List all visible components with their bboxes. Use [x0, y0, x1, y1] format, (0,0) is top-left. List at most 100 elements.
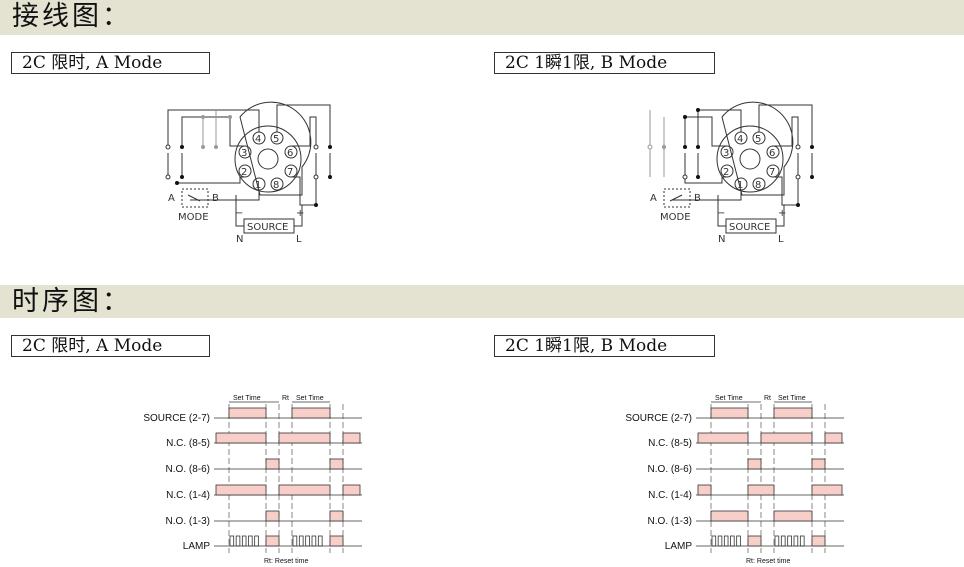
rt-label: Rt	[764, 395, 771, 402]
lamp-on-1	[747, 535, 762, 547]
lamp-blink-0-1	[235, 535, 241, 547]
pin-7-label: 7	[287, 167, 293, 178]
row-label-lamp: LAMP	[665, 541, 693, 552]
pulse-row-1-1	[760, 432, 813, 444]
row-label-source: SOURCE (2-7)	[625, 413, 692, 424]
lamp-blink-2-0	[292, 535, 298, 547]
pulse-row-4-1	[329, 510, 344, 522]
timing-mode-a-label: 2C 限时, A Mode	[11, 335, 210, 357]
lamp-blink-2-2	[787, 535, 792, 547]
pulse-row-4-0	[710, 510, 749, 522]
lamp-blink-2-0	[774, 535, 780, 547]
set-time-label-2: Set Time	[296, 395, 324, 402]
lamp-blink-2-1	[298, 535, 304, 547]
lamp-blink-0-4	[254, 535, 259, 547]
lamp-blink-2-4	[799, 535, 805, 547]
row-label-no-1-3: N.O. (1-3)	[166, 516, 210, 527]
pin-8-label: 8	[273, 180, 279, 191]
pin-3-label: 3	[241, 148, 247, 159]
pin-5-label: 5	[273, 134, 279, 145]
l-label: L	[296, 234, 302, 245]
lamp-blink-0-2	[241, 535, 247, 547]
lamp-blink-2-3	[793, 535, 799, 547]
pulse-row-1-0	[215, 432, 267, 444]
lamp-blink-0-1	[717, 535, 723, 547]
set-time-label-1: Set Time	[233, 395, 261, 402]
mode-label: MODE	[178, 212, 209, 223]
timing-section-header: 时序图：	[0, 285, 964, 318]
switch-b-label: B	[694, 193, 701, 204]
set-time-label-2: Set Time	[778, 395, 806, 402]
pin-2-label: 2	[241, 167, 247, 178]
lamp-blink-0-3	[730, 535, 735, 547]
pulse-row-3-0	[697, 484, 712, 496]
plus-label: +	[778, 208, 786, 219]
lamp-on-1	[265, 535, 280, 547]
pin-3-label: 3	[723, 148, 729, 159]
timing-section-title: 时序图：	[12, 286, 132, 317]
lamp-blink-2-4	[317, 535, 323, 547]
pulse-row-0-1	[773, 407, 813, 419]
pulse-row-3-2	[811, 484, 843, 496]
pulse-row-1-1	[278, 432, 331, 444]
lamp-blink-2-2	[305, 535, 310, 547]
pulse-row-3-1	[747, 484, 775, 496]
pulse-row-4-0	[265, 510, 280, 522]
pin-2-label: 2	[723, 167, 729, 178]
minus-label: −	[235, 208, 243, 219]
wiring-section-header: 接线图：	[0, 0, 964, 35]
pulse-row-4-1	[773, 510, 813, 522]
wiring-diagram-b: 4 5 3 6 2 7 1 8 SOURCE MODE A B N L − +	[647, 101, 814, 245]
pulse-row-3-0	[215, 484, 267, 496]
pulse-row-3-2	[342, 484, 361, 496]
pulse-row-2-1	[329, 458, 344, 470]
lamp-blink-0-3	[248, 535, 253, 547]
row-label-nc-1-4: N.C. (1-4)	[648, 490, 692, 501]
n-label: N	[718, 234, 725, 245]
switch-b-label: B	[212, 193, 219, 204]
n-label: N	[236, 234, 243, 245]
pin-4-label: 4	[255, 134, 261, 145]
row-label-no-1-3: N.O. (1-3)	[648, 516, 692, 527]
row-label-nc-8-5: N.C. (8-5)	[648, 438, 692, 449]
row-label-no-8-6: N.O. (8-6)	[648, 464, 692, 475]
lamp-blink-2-1	[780, 535, 786, 547]
lamp-blink-2-3	[311, 535, 317, 547]
pulse-row-1-2	[342, 432, 361, 444]
reset-time-note: Rt: Reset time	[264, 558, 308, 565]
pulse-row-0-0	[228, 407, 267, 419]
pulse-row-3-1	[278, 484, 331, 496]
pulse-row-0-0	[710, 407, 749, 419]
minus-label: −	[717, 208, 725, 219]
reset-time-note: Rt: Reset time	[746, 558, 790, 565]
timing-diagram-b: SOURCE (2-7) N.C. (8-5) N.O. (8-6) N.C. …	[625, 395, 844, 565]
lamp-blink-0-4	[736, 535, 741, 547]
timing-diagram-a: SOURCE (2-7) N.C. (8-5) N.O. (8-6) N.C. …	[143, 395, 362, 565]
wiring-section-title: 接线图：	[12, 1, 132, 32]
pulse-row-2-1	[811, 458, 826, 470]
row-label-source: SOURCE (2-7)	[143, 413, 210, 424]
pin-5-label: 5	[755, 134, 761, 145]
rt-label: Rt	[282, 395, 289, 402]
wiring-mode-b-label: 2C 1瞬1限, B Mode	[494, 52, 715, 74]
pulse-row-2-0	[265, 458, 280, 470]
pin-4-label: 4	[737, 134, 743, 145]
pin-1-label: 1	[255, 180, 261, 191]
pulse-row-0-1	[291, 407, 331, 419]
lamp-on-3	[811, 535, 826, 547]
plus-label: +	[296, 208, 304, 219]
switch-a-label: A	[168, 193, 175, 204]
row-label-no-8-6: N.O. (8-6)	[166, 464, 210, 475]
pulse-row-2-0	[747, 458, 762, 470]
source-label: SOURCE	[247, 222, 288, 233]
lamp-blink-0-0	[229, 535, 235, 547]
pin-6-label: 6	[769, 148, 775, 159]
wiring-mode-a-label: 2C 限时, A Mode	[11, 52, 210, 74]
row-label-nc-1-4: N.C. (1-4)	[166, 490, 210, 501]
lamp-blink-0-2	[723, 535, 729, 547]
row-label-nc-8-5: N.C. (8-5)	[166, 438, 210, 449]
l-label: L	[778, 234, 784, 245]
pin-8-label: 8	[755, 180, 761, 191]
lamp-blink-0-0	[711, 535, 717, 547]
pin-1-label: 1	[737, 180, 743, 191]
